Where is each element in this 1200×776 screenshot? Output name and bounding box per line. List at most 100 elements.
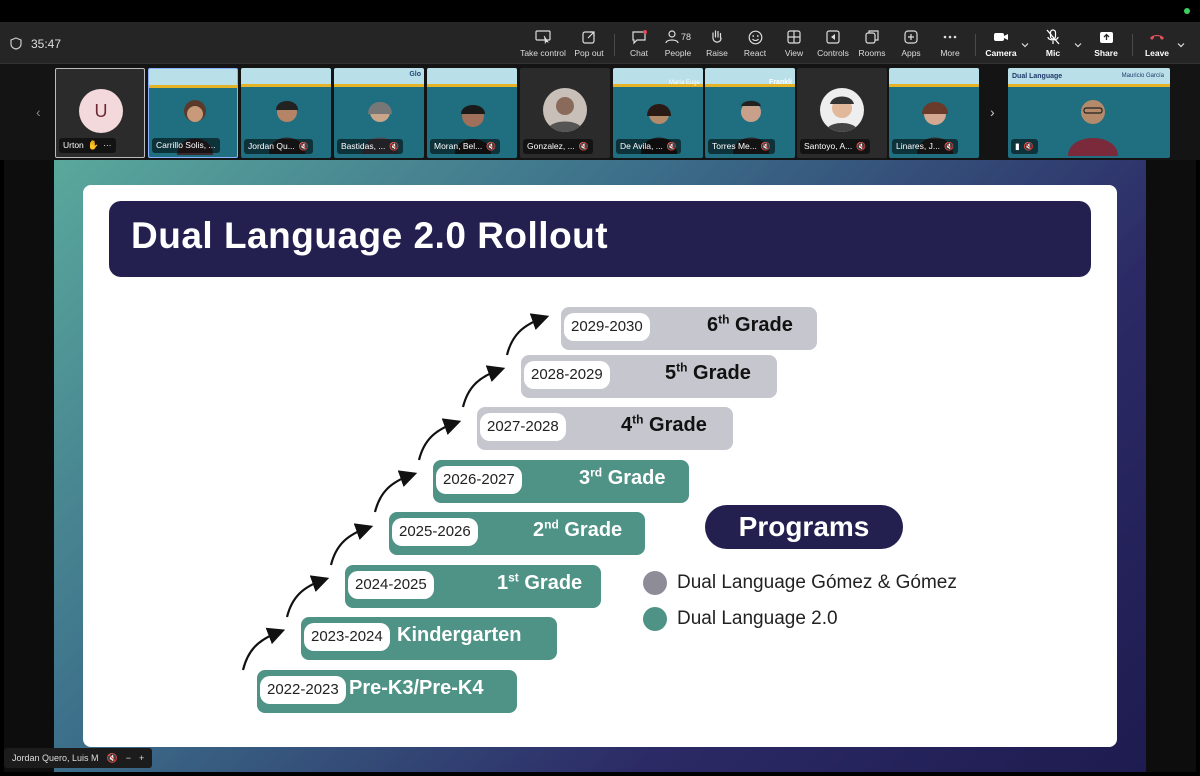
participant-tile[interactable]: Dual Language Mauricio García ▮🔇 bbox=[1008, 68, 1170, 158]
background-band bbox=[241, 84, 331, 87]
step-year: 2025-2026 bbox=[392, 518, 478, 546]
rollout-step: 2026-2027 3rd Grade bbox=[433, 460, 689, 503]
status-dot bbox=[1184, 8, 1190, 14]
virtual-background bbox=[334, 68, 424, 84]
react-button[interactable]: React bbox=[742, 28, 768, 60]
participant-tile[interactable]: Frankli Torres Me...🔇 bbox=[705, 68, 795, 158]
participant-tile[interactable]: Carrillo Solis, ... bbox=[148, 68, 238, 158]
step-year: 2027-2028 bbox=[480, 413, 566, 441]
background-band bbox=[427, 84, 517, 87]
toolbar-divider bbox=[614, 34, 615, 56]
pop-out-icon bbox=[582, 28, 596, 46]
step-arrow bbox=[329, 523, 374, 566]
participant-name-tag: Urton✋··· bbox=[59, 138, 116, 153]
avatar: U bbox=[79, 89, 123, 133]
background-text: Glo bbox=[409, 71, 421, 78]
participant-name-tag: Moran, Bel...🔇 bbox=[430, 139, 501, 154]
participant-name: Linares, J... bbox=[896, 141, 940, 151]
step-year: 2028-2029 bbox=[524, 361, 610, 389]
participant-tile[interactable]: Gonzalez, ...🔇 bbox=[520, 68, 610, 158]
rollout-step: 2023-2024 Kindergarten bbox=[301, 617, 557, 660]
grade-word: Grade bbox=[735, 314, 793, 336]
mic-label: Mic bbox=[1045, 48, 1061, 58]
rollout-step: 2022-2023 Pre-K3/Pre-K4 bbox=[257, 670, 517, 713]
presenter-name: Jordan Quero, Luis M bbox=[12, 753, 99, 763]
participant-name: Gonzalez, ... bbox=[527, 141, 575, 151]
grade-number: 2 bbox=[533, 519, 545, 541]
participant-tile[interactable]: U Urton✋··· bbox=[55, 68, 145, 158]
grade-number: 3 bbox=[579, 467, 591, 489]
participant-name-tag: Bastidas, ...🔇 bbox=[337, 139, 404, 154]
leave-button[interactable]: Leave bbox=[1143, 28, 1171, 60]
signal-icon: ▮ bbox=[1015, 141, 1020, 151]
participant-tile[interactable]: Linares, J...🔇 bbox=[889, 68, 979, 158]
grade-suffix: th bbox=[718, 312, 730, 327]
chat-icon bbox=[631, 28, 647, 46]
people-button[interactable]: 78 People bbox=[662, 28, 694, 60]
toolbar-divider bbox=[1132, 34, 1133, 56]
share-button[interactable]: Share bbox=[1092, 28, 1120, 60]
mic-muted-icon bbox=[1046, 28, 1060, 46]
more-label: More bbox=[940, 48, 960, 58]
legend-label: Dual Language 2.0 bbox=[677, 608, 838, 629]
mic-muted-icon: 🔇 bbox=[760, 142, 771, 151]
participant-tile[interactable]: Moran, Bel...🔇 bbox=[427, 68, 517, 158]
background-band bbox=[889, 84, 979, 87]
step-year: 2023-2024 bbox=[304, 623, 390, 651]
more-button[interactable]: More bbox=[937, 28, 963, 60]
participant-name: Moran, Bel... bbox=[434, 141, 483, 151]
participant-tile[interactable]: Santoyo, A...🔇 bbox=[797, 68, 887, 158]
more-icon bbox=[943, 28, 957, 46]
zoom-in-button[interactable]: + bbox=[139, 753, 145, 763]
mic-muted-icon: 🔇 bbox=[1023, 142, 1034, 151]
chat-button[interactable]: Chat bbox=[627, 28, 651, 60]
view-label: View bbox=[784, 48, 804, 58]
controls-button[interactable]: Controls bbox=[816, 28, 850, 60]
participant-tile[interactable]: María Euge De Avila, ...🔇 bbox=[613, 68, 703, 158]
mic-options-chevron-icon[interactable] bbox=[1073, 40, 1083, 50]
slide-title-box: Dual Language 2.0 Rollout bbox=[109, 201, 1091, 277]
grade-word: Grade bbox=[693, 362, 751, 384]
grade-number: 5 bbox=[665, 362, 677, 384]
presentation-slide: Dual Language 2.0 Rollout 2022-2023 Pre-… bbox=[83, 185, 1117, 747]
shield-icon bbox=[10, 37, 22, 50]
people-count: 78 bbox=[680, 32, 691, 42]
chat-label: Chat bbox=[630, 48, 648, 58]
participant-name-tag: Santoyo, A...🔇 bbox=[800, 139, 871, 154]
step-grade: 6th Grade bbox=[707, 312, 793, 337]
participant-tile[interactable]: Glo Bastidas, ...🔇 bbox=[334, 68, 424, 158]
camera-button[interactable]: Camera bbox=[984, 28, 1018, 60]
background-text: Frankli bbox=[769, 79, 792, 86]
apps-button[interactable]: Apps bbox=[898, 28, 924, 60]
strip-prev-chevron-icon[interactable]: ‹ bbox=[36, 104, 41, 120]
step-arrow bbox=[241, 627, 286, 671]
camera-options-chevron-icon[interactable] bbox=[1020, 40, 1030, 50]
pop-out-button[interactable]: Pop out bbox=[572, 28, 606, 60]
avatar bbox=[820, 88, 864, 132]
rooms-button[interactable]: Rooms bbox=[858, 28, 886, 60]
rollout-step: 2025-2026 2nd Grade bbox=[389, 512, 645, 555]
background-band bbox=[613, 84, 703, 87]
background-band bbox=[705, 84, 795, 87]
step-grade: Pre-K3/Pre-K4 bbox=[349, 677, 484, 699]
grade-number: 6 bbox=[707, 314, 719, 336]
zoom-out-button[interactable]: − bbox=[125, 753, 132, 763]
virtual-background bbox=[149, 69, 237, 85]
step-grade: 5th Grade bbox=[665, 361, 751, 385]
people-icon: 78 bbox=[665, 28, 691, 46]
mic-button[interactable]: Mic bbox=[1041, 28, 1065, 60]
strip-next-chevron-icon[interactable]: › bbox=[990, 104, 995, 120]
leave-options-chevron-icon[interactable] bbox=[1176, 40, 1186, 50]
take-control-button[interactable]: Take control bbox=[519, 28, 567, 60]
share-label: Share bbox=[1094, 48, 1118, 58]
raise-hand-button[interactable]: Raise bbox=[704, 28, 730, 60]
mic-muted-icon: 🔇 bbox=[298, 142, 309, 151]
view-button[interactable]: View bbox=[782, 28, 806, 60]
participant-tile[interactable]: Jordan Qu...🔇 bbox=[241, 68, 331, 158]
rollout-step: 2027-2028 4th Grade bbox=[477, 407, 733, 450]
rooms-icon bbox=[865, 28, 879, 46]
virtual-background bbox=[427, 68, 517, 84]
more-options-icon[interactable]: ··· bbox=[103, 140, 112, 150]
pop-out-label: Pop out bbox=[574, 48, 604, 58]
participant-name: De Avila, ... bbox=[620, 141, 663, 151]
